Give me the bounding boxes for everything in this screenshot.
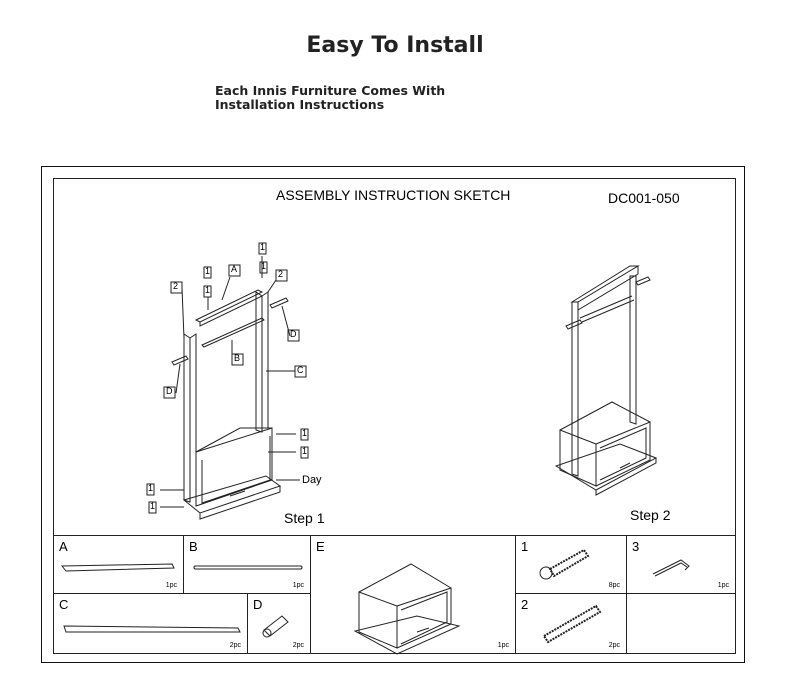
callout-2: 2 bbox=[278, 269, 284, 279]
callout-2: 2 bbox=[173, 281, 179, 291]
part-cell-1: 1 8pc bbox=[515, 535, 627, 594]
part-e-cabinet-icon bbox=[353, 563, 461, 655]
callout-1: 1 bbox=[150, 501, 156, 511]
callout-d: D bbox=[166, 386, 173, 396]
callout-1: 1 bbox=[260, 242, 266, 252]
step2-label: Step 2 bbox=[630, 507, 671, 523]
page-title: Easy To Install bbox=[306, 33, 484, 58]
model-code: DC001-050 bbox=[608, 190, 680, 206]
instruction-sheet-frame bbox=[41, 166, 745, 663]
part-2-threaded-rod-icon bbox=[542, 604, 602, 644]
callout-1: 1 bbox=[148, 483, 154, 493]
callout-1: 1 bbox=[302, 446, 308, 456]
callout-d: D bbox=[290, 329, 297, 339]
callout-day: Day bbox=[302, 474, 322, 486]
part-3-allen-key-icon bbox=[652, 559, 690, 577]
part-c-upright-icon bbox=[63, 625, 241, 633]
part-cell-e: E 1pc bbox=[310, 535, 516, 655]
part-b-rod-icon bbox=[193, 565, 303, 570]
part-cell-a: A 1pc bbox=[53, 535, 184, 594]
sheet-title: ASSEMBLY INSTRUCTION SKETCH bbox=[276, 187, 511, 203]
part-cell-d: D 2pc bbox=[247, 593, 311, 654]
callout-a: A bbox=[231, 264, 238, 274]
part-a-rail-icon bbox=[60, 563, 175, 572]
callout-1: 1 bbox=[205, 266, 211, 276]
callout-1: 1 bbox=[302, 428, 308, 438]
part-cell-empty bbox=[626, 593, 736, 654]
part-cell-2: 2 2pc bbox=[515, 593, 627, 654]
page-subtitle: Each Innis Furniture Comes With Installa… bbox=[215, 83, 446, 112]
part-cell-b: B 1pc bbox=[183, 535, 311, 594]
callout-1: 1 bbox=[261, 261, 267, 271]
part-d-peg-icon bbox=[262, 615, 289, 638]
callout-1: 1 bbox=[205, 285, 211, 295]
part-cell-3: 3 1pc bbox=[626, 535, 736, 594]
callout-b: B bbox=[234, 353, 241, 363]
callout-c: C bbox=[297, 365, 304, 375]
part-cell-c: C 2pc bbox=[53, 593, 248, 654]
part-1-bolt-icon bbox=[539, 548, 590, 580]
step1-label: Step 1 bbox=[284, 510, 325, 526]
